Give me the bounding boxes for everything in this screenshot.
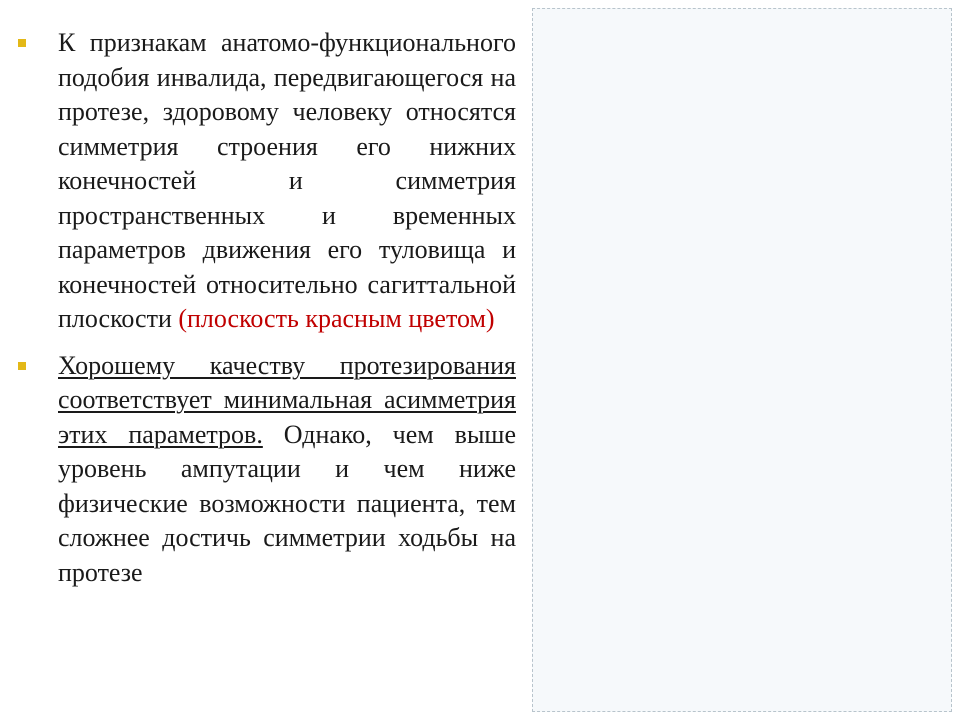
text-column: К признакам анатомо-функционального подо…	[14, 26, 516, 590]
bullet-item: Хорошему качеству протезирования соответ…	[14, 349, 516, 591]
square-bullet-icon	[18, 361, 26, 370]
square-bullet-icon	[18, 39, 26, 47]
bullet-item: К признакам анатомо-функционального подо…	[14, 26, 516, 337]
bullet-paragraph: Хорошему качеству протезирования соответ…	[58, 349, 516, 591]
bullet-paragraph: К признакам анатомо-функционального подо…	[58, 26, 516, 337]
bullet-text: К признакам анатомо-функционального подо…	[58, 28, 516, 333]
red-plane-note: (плоскость красным цветом)	[178, 304, 495, 333]
anatomical-planes-figure-placeholder	[532, 8, 952, 712]
underlined-statement: Хорошему качеству протезирования соответ…	[58, 350, 516, 449]
bullet-text: Однако, чем выше уровень ампутации и чем…	[58, 419, 516, 587]
